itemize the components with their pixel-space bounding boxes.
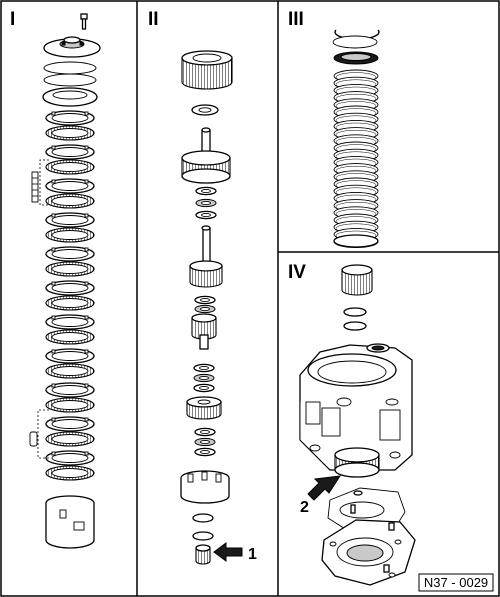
screw-part (383, 564, 390, 573)
panel-ii-gear-train: 1 (180, 50, 257, 565)
sleeve-part (45, 495, 95, 549)
panel-label-iii: III (288, 9, 304, 30)
seal-ring-part (43, 61, 97, 75)
washer-part (343, 321, 367, 331)
figure-reference-box (418, 573, 494, 592)
steel-clutch-plate (45, 110, 95, 126)
panel-label-i: I (10, 9, 15, 30)
screw-part (350, 504, 356, 514)
callout-1-arrow (213, 542, 243, 562)
washer-stack (195, 186, 217, 220)
pinion-part (191, 313, 217, 350)
callout-2-label: 2 (300, 499, 309, 516)
transmission-housing (299, 343, 413, 471)
thrust-washer (194, 437, 216, 447)
thrust-washer (194, 447, 216, 457)
thrust-washer (193, 373, 215, 383)
piston-part (42, 87, 98, 107)
toothed-clutch-plate (45, 193, 95, 209)
snap-ring-part (333, 234, 379, 248)
toothed-clutch-plate (45, 465, 95, 481)
thrust-washer (195, 198, 217, 208)
toothed-clutch-plate (45, 363, 95, 379)
gear-part (341, 264, 373, 296)
washer-stack (193, 363, 215, 393)
figure-reference-number: N37 - 0029 (424, 575, 488, 590)
thrust-washer (193, 363, 215, 373)
washer-part (343, 307, 367, 317)
steel-clutch-plate (45, 450, 95, 466)
washer-part (192, 531, 214, 541)
steel-clutch-plate (45, 314, 95, 330)
disc-spring-stack (333, 69, 379, 249)
drive-shaft-part (189, 225, 223, 288)
toothed-clutch-plate (45, 159, 95, 175)
pin-part (29, 431, 38, 447)
toothed-clutch-plate (45, 329, 95, 345)
steel-clutch-plate (45, 212, 95, 228)
bolt-part (80, 13, 88, 30)
spring-part (31, 171, 39, 203)
steel-clutch-plate (45, 382, 95, 398)
steel-clutch-plate (45, 246, 95, 262)
seal-ring-part (43, 73, 97, 87)
thrust-washer (194, 304, 216, 314)
toothed-clutch-plate (45, 261, 95, 277)
washer-stack (194, 295, 216, 314)
panel-label-ii: II (148, 9, 159, 30)
washer-part (353, 490, 363, 496)
panel-i-clutch-pack (29, 13, 101, 549)
needle-bearing-part (195, 544, 211, 565)
ring-gear-part (181, 50, 233, 90)
toothed-clutch-plate (45, 431, 95, 447)
thrust-washer (195, 186, 217, 196)
washer-stack (194, 427, 216, 457)
planet-gear-part (181, 150, 231, 184)
steel-clutch-plate (45, 416, 95, 432)
thrust-washer (193, 383, 215, 393)
washer-part (192, 513, 214, 523)
ring-gear-part (334, 447, 380, 478)
thrust-washer (194, 427, 216, 437)
panel-label-iv: IV (288, 262, 306, 283)
steel-clutch-plate (45, 348, 95, 364)
sun-gear-part (186, 396, 222, 420)
washer-part (198, 107, 212, 113)
steel-clutch-plate (45, 280, 95, 296)
panel-iii-spring-stack (332, 29, 380, 249)
screw-part (388, 522, 395, 531)
piston-housing-part (43, 36, 101, 58)
toothed-clutch-plate (45, 295, 95, 311)
clutch-plate-stack (45, 110, 95, 481)
steel-clutch-plate (45, 144, 95, 160)
thrust-washer (195, 210, 217, 220)
toothed-clutch-plate (45, 227, 95, 243)
toothed-clutch-plate (45, 397, 95, 413)
cover-part (321, 519, 416, 586)
thrust-washer (194, 295, 216, 305)
steel-clutch-plate (45, 178, 95, 194)
callout-2-arrow (307, 475, 341, 501)
snap-ring-part (332, 35, 378, 49)
panel-iv-housing: 2 N37 - 0029 (299, 264, 494, 592)
carrier-part (180, 470, 230, 504)
bearing-ring-part (333, 51, 379, 65)
callout-1-label: 1 (248, 546, 257, 563)
shaft-part (201, 127, 211, 153)
toothed-clutch-plate (45, 125, 95, 141)
